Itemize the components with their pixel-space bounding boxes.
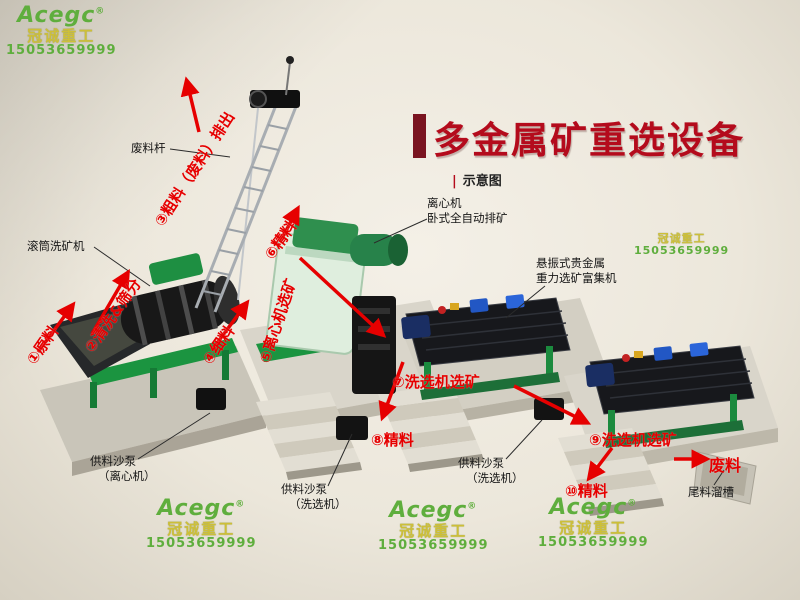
brand-reg-icon: ® [235,499,246,510]
brand-company: 冠诚重工 [657,232,706,245]
label-tailings-chute: 尾料溜槽 [688,485,734,499]
brand-company: 冠诚重工 [399,521,468,540]
label-waste-rod: 废料杆 [131,141,166,155]
label-drum-washer: 滚筒洗矿机 [27,239,85,253]
label-centrifuge-line2: 卧式全自动排矿 [427,210,508,225]
brand-reg-icon: ® [627,498,638,509]
label-pump-washer2-line1: 供料沙泵 [458,456,504,470]
subtitle-text: 示意图 [462,174,502,189]
label-pump-centrifuge-line2: （离心机） [98,468,156,483]
flow-label-concentrate-8: ⑧精料 [371,431,414,449]
label-pump-centrifuge-line1: 供料沙泵 [90,454,136,468]
brand-text: Acegc [17,3,96,28]
flow-label-washer-sep-7: ⑦洗选机选矿 [392,373,480,391]
label-pump-washer1-line2: （洗选机） [289,496,347,511]
brand-company: 冠诚重工 [167,519,236,538]
watermark-top-left: Acegc® 冠诚重工 15053659999 [6,4,117,58]
brand-company: 冠诚重工 [27,26,96,45]
subtitle-accent: | [452,174,457,189]
page-title: 多金属矿重选设备 [433,119,745,162]
flow-label-washer-sep-9: ⑨洗选机选矿 [589,431,677,449]
brand-text: Acegc [549,495,628,520]
flow-arrows [36,76,711,482]
brand-text: Acegc [157,496,236,521]
brand-phone: 15053659999 [538,534,649,550]
watermark-bottom-left: Acegc® 冠诚重工 15053659999 [146,497,257,551]
title-block: 多金属矿重选设备 [413,110,745,164]
brand-reg-icon: ® [467,501,478,512]
label-pump-washer1: 供料沙泵 （洗选机） [281,482,347,512]
label-centrifuge: 离心机 卧式全自动排矿 [427,196,508,226]
subtitle: | 示意图 [452,170,502,189]
watermark-mid-right: 冠诚重工 15053659999 [634,233,729,257]
brand-phone: 15053659999 [6,42,117,58]
label-connectors [93,148,725,487]
brand-logo: Acegc® [378,499,489,523]
label-shaker-line2: 重力选矿富集机 [536,270,617,285]
brand-logo: Acegc® [538,496,649,520]
brand-phone: 15053659999 [634,243,730,257]
watermark-bottom-right: Acegc® 冠诚重工 15053659999 [538,496,649,550]
brand-phone: 15053659999 [146,535,257,551]
label-pump-centrifuge: 供料沙泵 （离心机） [90,454,156,484]
brand-reg-icon: ® [95,6,106,17]
title-accent-bar [413,114,426,158]
feed-pumps [196,388,564,440]
watermark-bottom-center: Acegc® 冠诚重工 15053659999 [378,499,489,553]
label-pump-washer1-line1: 供料沙泵 [281,482,327,496]
label-shaker-line1: 悬振式贵金属 [536,256,605,270]
waste-ladder [194,56,300,313]
brand-text: Acegc [389,498,468,523]
flow-label-concentrate-10: ⑩精料 [565,482,608,500]
brand-company: 冠诚重工 [559,518,628,537]
flow-label-waste: 废料 [709,456,742,475]
brand-logo: Acegc® [146,497,257,521]
brand-logo: Acegc® [6,4,117,28]
label-centrifuge-line1: 离心机 [427,196,462,210]
brand-phone: 15053659999 [378,537,489,553]
label-pump-washer2-line2: （洗选机） [466,470,524,485]
label-pump-washer2: 供料沙泵 （洗选机） [458,456,524,486]
label-shaker: 悬振式贵金属 重力选矿富集机 [536,256,617,286]
